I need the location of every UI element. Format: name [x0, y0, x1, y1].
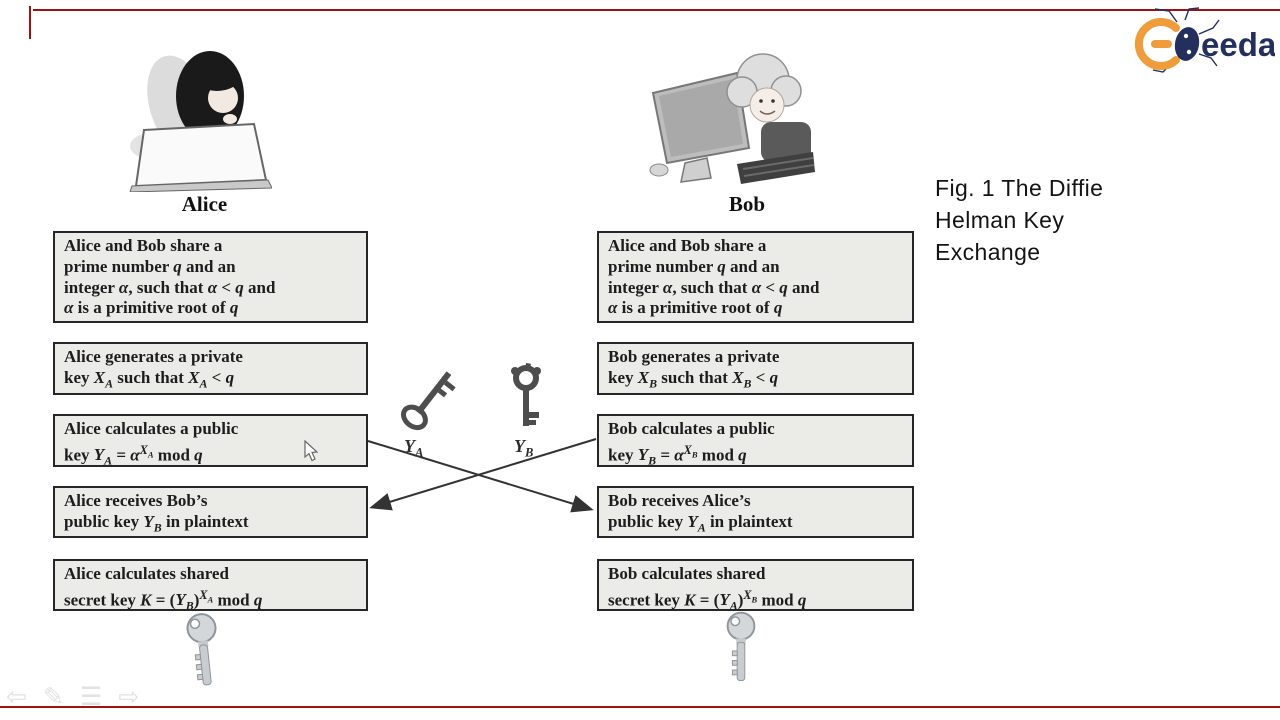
- forward-arrow-icon[interactable]: ⇨: [118, 683, 140, 711]
- list-icon[interactable]: ☰: [79, 683, 103, 711]
- yb-label: YB: [514, 436, 534, 460]
- back-arrow-icon[interactable]: ⇦: [6, 683, 27, 711]
- caption-line: Helman Key: [935, 207, 1065, 233]
- key-exchange-arrows: [360, 430, 605, 520]
- logo-bug-icon: [1174, 27, 1200, 61]
- logo-text: eeda: [1201, 26, 1275, 63]
- alice-secret-key-icon: [177, 610, 231, 694]
- mouse-cursor: [302, 439, 319, 462]
- figure-caption: Fig. 1 The Diffie Helman Key Exchange: [935, 172, 1195, 268]
- annotation-toolbar: ⇦ ✎ ☰ ⇨: [6, 684, 139, 710]
- bob-clipart: [645, 48, 815, 193]
- bob-secret-key-icon: [719, 610, 763, 688]
- ya-label: YA: [404, 436, 424, 460]
- caption-line: Exchange: [935, 239, 1041, 265]
- alice-clipart: [122, 34, 273, 193]
- yb-key-icon: [503, 362, 549, 432]
- ya-key-icon: [398, 360, 460, 438]
- slide-frame-bottom-line: [0, 706, 1280, 708]
- slide-frame-top-line: [33, 9, 1280, 11]
- caption-line: Fig. 1 The Diffie: [935, 175, 1104, 201]
- alice-title: Alice: [181, 192, 228, 216]
- logo-e-icon: [1134, 18, 1180, 70]
- slide-frame-corner-tick: [29, 6, 31, 39]
- bob-title: Bob: [728, 192, 766, 216]
- ekeeda-logo: eeda: [1115, 6, 1277, 76]
- pen-icon[interactable]: ✎: [42, 683, 64, 711]
